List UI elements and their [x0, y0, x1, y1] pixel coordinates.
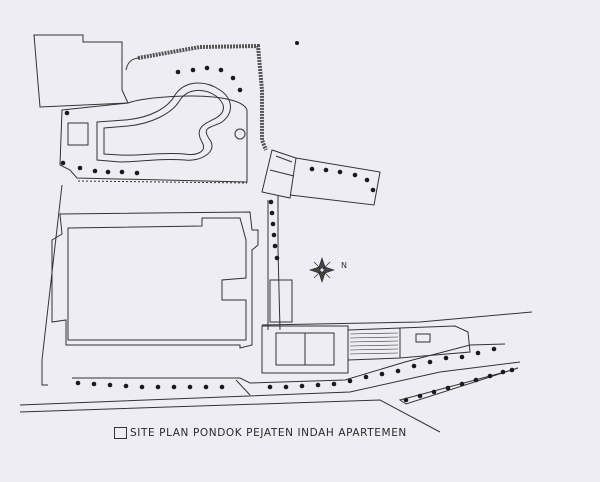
drawing-caption: SITE PLAN PONDOK PEJATEN INDAH APARTEMEN: [114, 427, 407, 439]
site-west-edge: [41, 184, 63, 386]
service-room: [415, 333, 431, 343]
facility-stairs: [349, 332, 399, 355]
swimming-pool: [96, 82, 231, 163]
boundary-east: [261, 311, 533, 326]
tree-row-median: [403, 367, 515, 403]
gate-building: [261, 149, 297, 199]
terrace-dashed-edge: [77, 180, 248, 184]
tree-row-north: [175, 65, 243, 93]
east-wing: [289, 157, 381, 206]
road-segment: [235, 379, 251, 396]
guard-post: [269, 279, 293, 323]
facility-block: [347, 327, 401, 361]
tree-row-terrace: [60, 110, 140, 176]
north-arrow-icon: [309, 257, 335, 283]
tree-row-access-road: [268, 199, 280, 261]
road-median: [398, 367, 519, 405]
planting-strip-south: [72, 343, 506, 384]
tree-row-south: [75, 346, 497, 390]
main-building-outer: [51, 211, 259, 349]
gate-building-inner: [269, 155, 295, 177]
building-block-northwest: [33, 34, 129, 108]
boundary-wall-north-inner: [125, 57, 141, 71]
main-building-inner: [67, 217, 247, 341]
boundary-wall-north: [137, 43, 268, 151]
pool-inner-edge: [103, 90, 224, 156]
fountain: [234, 128, 246, 140]
survey-mark: [295, 41, 299, 45]
caption-title: SITE PLAN PONDOK PEJATEN INDAH APARTEMEN: [130, 427, 407, 439]
service-building: [399, 325, 471, 359]
caption-box: [114, 427, 127, 439]
tree-row-east-wing: [309, 166, 376, 193]
pool-deck-pavilion: [67, 122, 89, 146]
road-curb-north: [19, 361, 521, 406]
road-curb-south: [19, 399, 441, 433]
north-arrow-label: N: [341, 261, 347, 270]
east-access-road: [267, 196, 281, 331]
